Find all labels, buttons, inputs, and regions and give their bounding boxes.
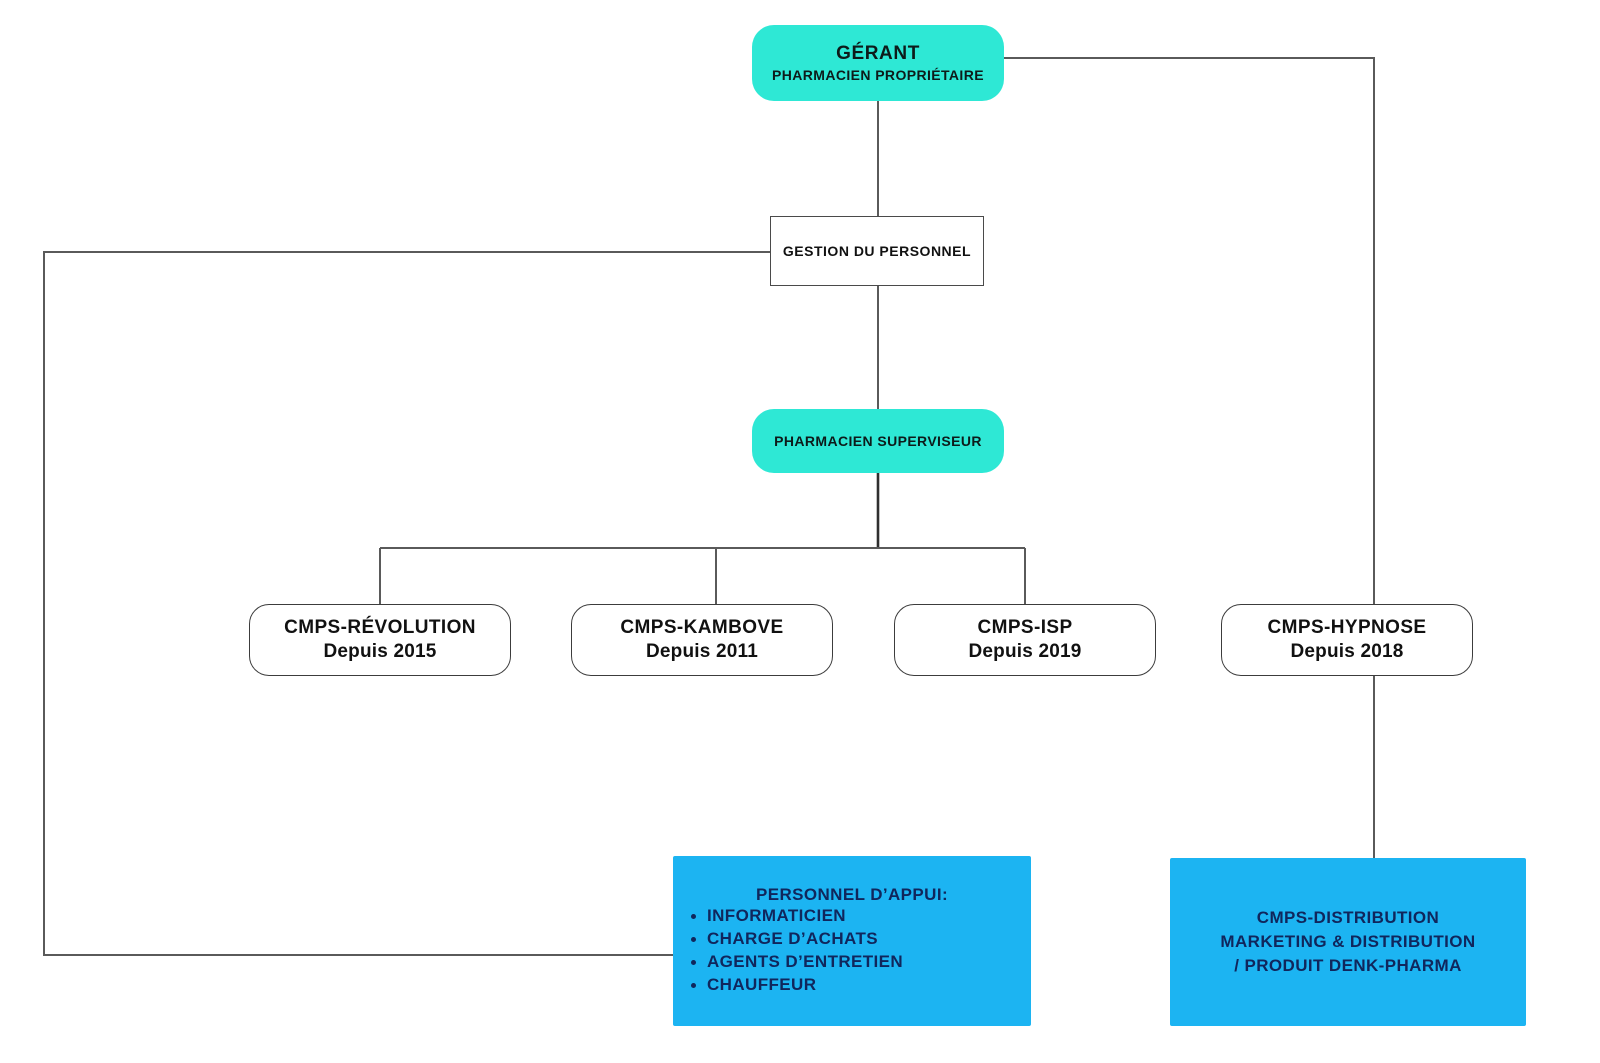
branch-title: CMPS-RÉVOLUTION [284,617,476,639]
branch-title: CMPS-ISP [977,617,1073,639]
node-branch-cmps-kambove[interactable]: CMPS-KAMBOVE Depuis 2011 [571,604,833,676]
node-personnel-appui-panel[interactable]: PERSONNEL D’APPUI: INFORMATICIEN CHARGE … [673,856,1031,1026]
branch-since: Depuis 2015 [323,641,437,662]
list-item: INFORMATICIEN [673,905,1031,928]
node-cmps-distribution-panel[interactable]: CMPS-DISTRIBUTION MARKETING & DISTRIBUTI… [1170,858,1526,1026]
branch-title: CMPS-HYPNOSE [1267,617,1427,639]
node-gerant-title: GÉRANT [836,43,920,64]
node-branch-cmps-isp[interactable]: CMPS-ISP Depuis 2019 [894,604,1156,676]
list-item: CHARGE D’ACHATS [673,928,1031,951]
node-branch-cmps-hypnose[interactable]: CMPS-HYPNOSE Depuis 2018 [1221,604,1473,676]
cmps-distribution-text: CMPS-DISTRIBUTION MARKETING & DISTRIBUTI… [1170,906,1526,978]
node-gestion-label: GESTION DU PERSONNEL [782,243,972,259]
node-branch-cmps-revolution[interactable]: CMPS-RÉVOLUTION Depuis 2015 [249,604,511,676]
edge-gerant-right-branch [1004,57,1375,604]
branch-title: CMPS-KAMBOVE [620,617,784,639]
node-gerant-subtitle: PHARMACIEN PROPRIÉTAIRE [772,67,984,83]
personnel-appui-list: INFORMATICIEN CHARGE D’ACHATS AGENTS D’E… [673,905,1031,996]
distribution-line-2: MARKETING & DISTRIBUTION [1220,931,1476,951]
node-pharmacien-superviseur[interactable]: PHARMACIEN SUPERVISEUR [752,409,1004,473]
list-item: CHAUFFEUR [673,974,1031,997]
node-gerant[interactable]: GÉRANT PHARMACIEN PROPRIÉTAIRE [752,25,1004,101]
branch-since: Depuis 2018 [1290,641,1404,662]
node-gestion-du-personnel[interactable]: GESTION DU PERSONNEL [770,216,984,286]
distribution-line-3: / PRODUIT DENK-PHARMA [1234,956,1462,976]
distribution-line-1: CMPS-DISTRIBUTION [1256,907,1440,927]
list-item: AGENTS D’ENTRETIEN [673,951,1031,974]
personnel-appui-heading: PERSONNEL D’APPUI: [755,885,949,905]
branch-since: Depuis 2011 [645,641,759,662]
branch-since: Depuis 2019 [968,641,1082,662]
node-superviseur-label: PHARMACIEN SUPERVISEUR [774,433,982,449]
